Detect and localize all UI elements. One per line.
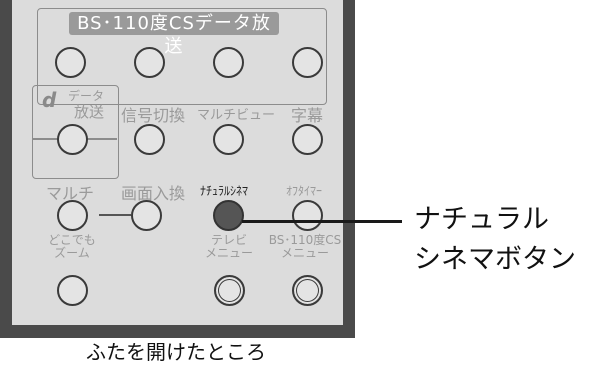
subtitles-label: 字幕	[291, 106, 324, 125]
data-broadcast-label-line1: データ	[68, 89, 105, 103]
bs-data-header-label: BS･110度CSデータ放送	[69, 12, 279, 57]
bs-menu-label-line1: BS･110度CS	[268, 233, 342, 247]
color-button-blue[interactable]	[55, 47, 86, 78]
natural-cinema-label: ﾅﾁｭﾗﾙｼﾈﾏ	[200, 184, 249, 198]
swap-screen-label: 画面入換	[121, 184, 186, 203]
natural-cinema-callout: ナチュラル シネマボタン	[414, 200, 576, 280]
tv-menu-button[interactable]	[214, 275, 245, 306]
data-broadcast-frame	[32, 85, 119, 179]
callout-line1: ナチュラル	[414, 204, 549, 235]
callout-line2: シネマボタン	[414, 244, 576, 275]
bs-menu-label-line2: メニュー	[280, 246, 329, 260]
color-button-red[interactable]	[134, 47, 165, 78]
swap-screen-button[interactable]	[131, 200, 162, 231]
bs-menu-button[interactable]	[292, 275, 323, 306]
dokodemo-zoom-label-line2: ズーム	[54, 246, 90, 260]
d-logo-icon: d	[42, 88, 57, 112]
color-button-yellow[interactable]	[292, 47, 323, 78]
data-broadcast-label-line2: 放送	[74, 103, 105, 121]
data-broadcast-button[interactable]	[57, 124, 88, 155]
lid-open-caption: ふたを開けたところ	[86, 340, 266, 364]
callout-pointer-line	[242, 220, 402, 223]
signal-switch-label: 信号切換	[121, 106, 186, 125]
off-timer-label: ｵﾌﾀｲﾏｰ	[286, 184, 323, 198]
multi-link-line	[99, 214, 131, 216]
bs-data-frame	[37, 8, 327, 105]
dokodemo-zoom-button[interactable]	[57, 275, 88, 306]
natural-cinema-button[interactable]	[213, 200, 244, 231]
tv-menu-label: テレビ メニュー	[202, 234, 256, 260]
signal-switch-button[interactable]	[134, 124, 165, 155]
multi-label: マルチ	[46, 184, 95, 203]
dokodemo-zoom-label: どこでも ズーム	[47, 234, 97, 260]
off-timer-button[interactable]	[292, 200, 323, 231]
color-button-green[interactable]	[213, 47, 244, 78]
dokodemo-zoom-label-line1: どこでも	[48, 233, 96, 247]
multi-button[interactable]	[57, 200, 88, 231]
multi-view-button[interactable]	[213, 124, 244, 155]
bs-menu-label: BS･110度CS メニュー	[266, 234, 344, 260]
multi-view-label: マルチビュー	[197, 108, 276, 123]
tv-menu-label-line2: メニュー	[204, 246, 253, 260]
tv-menu-label-line1: テレビ	[210, 233, 247, 247]
subtitles-button[interactable]	[292, 124, 323, 155]
